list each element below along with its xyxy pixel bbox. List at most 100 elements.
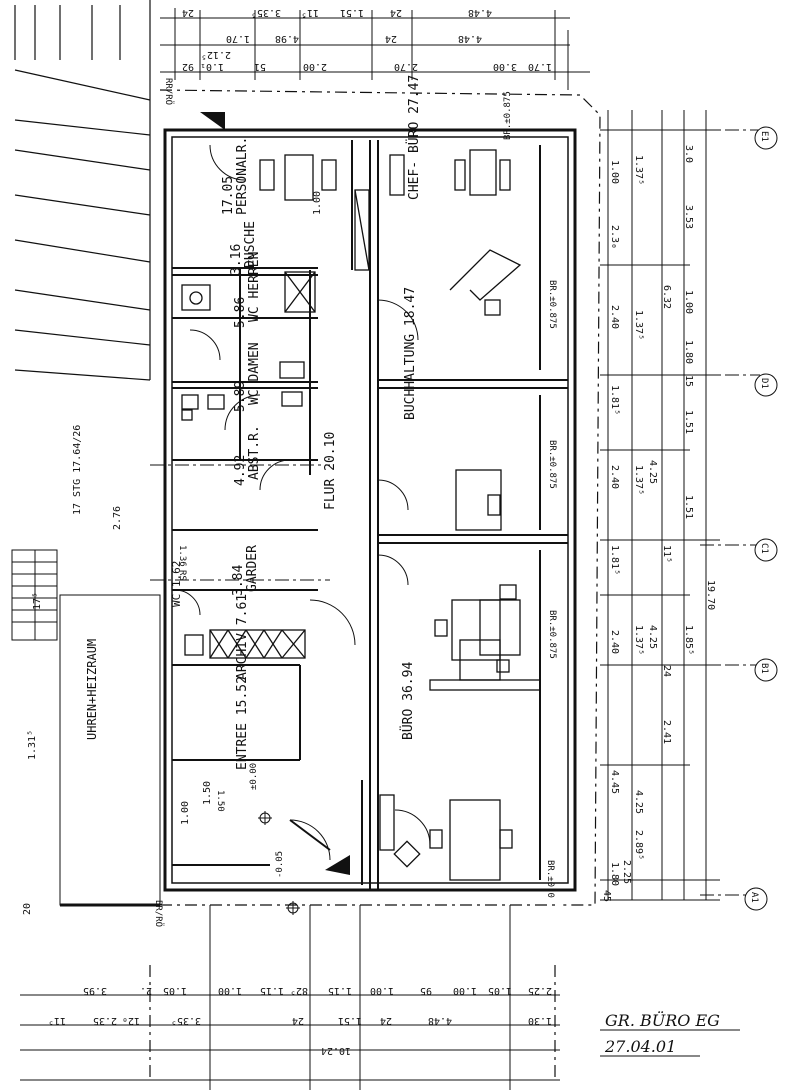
dim-bottom-14: 2.35 [93, 1015, 117, 1026]
dim-right-13: 2.40 [609, 465, 620, 489]
label-h-rs: RS [177, 570, 187, 581]
dim-bottom-2: 2. [140, 985, 152, 996]
title-name: GR. BÜRO EG [605, 1010, 720, 1030]
dim-top-11: 92 [182, 61, 194, 72]
dim-right-7: 1.37⁵ [633, 310, 644, 340]
dim-right-28: 2.25 [621, 860, 632, 884]
room-wc: WC 1.62 [170, 561, 183, 607]
dim-bottom-20: 4.48 [428, 1015, 452, 1026]
dim-right-23: 4.45 [609, 770, 620, 794]
dim-left-1: 1.31⁵ [27, 730, 38, 760]
axis-d1: D1 [759, 378, 769, 389]
dim-top-3: 11⁵ [301, 7, 319, 18]
room-wc-herren-area: 5.86 [233, 297, 248, 328]
room-chef-buero: CHEF- BÜRO 27.47 [405, 75, 422, 200]
label-h-150: 1.50 [215, 790, 225, 812]
dim-bottom-22: 10.24 [321, 1045, 351, 1056]
dim-right-21: 1.85⁵ [683, 625, 694, 655]
dim-right-3: 3.0 [683, 145, 694, 163]
dim-right-25: 2.89⁵ [633, 830, 644, 860]
room-uhren-heizraum: UHREN+HEIZRAUM [85, 639, 99, 740]
room-dusche: DUSCHE [243, 221, 258, 268]
dim-bottom-3: 1.05 [163, 985, 187, 996]
label-br-875-c: BR.±0.875 [547, 610, 557, 659]
label-br-875-a: BR.±0.875 [547, 280, 557, 329]
axis-markers: E1 D1 C1 B1 A1 [744, 126, 778, 911]
dim-left-7: 1.50 [202, 781, 213, 805]
furniture [181, 149, 541, 881]
dim-left-3: 2.76 [112, 506, 123, 530]
dim-top-17: 3.00 [493, 61, 517, 72]
axis-a1: A1 [749, 892, 759, 903]
door-swings [174, 144, 431, 861]
dim-top-10: 4.48 [458, 33, 482, 44]
dim-left-6: 1.00 [180, 801, 191, 825]
room-archiv: ARCHIV 7.61 [235, 594, 250, 680]
dim-top-7: 1.70 [226, 33, 250, 44]
room-wc-damen: WC DAMEN [247, 342, 262, 405]
room-garder-area: 3.84 [231, 565, 246, 596]
dim-bottom-21: 1.30 [528, 1015, 552, 1026]
dim-right-20: 4.25 [647, 625, 658, 649]
dim-top-16: 2.70 [394, 61, 418, 72]
label-rr-ro: RR/RÖ [163, 78, 174, 105]
dim-right-31: 24 [661, 665, 672, 677]
label-br-875-d: BR.±0.875 [503, 91, 513, 140]
top-dimension-chain [160, 8, 590, 90]
dim-right-11: 1.81⁵ [609, 385, 620, 415]
dim-bottom-12: 2.25 [528, 985, 552, 996]
label-br-875-b: BR.±0.875 [547, 440, 557, 489]
dim-right-6: 2.40 [609, 305, 620, 329]
axis-c1: C1 [759, 543, 769, 554]
dim-right-1: 1.00 [609, 160, 620, 184]
dim-right-4: 2.3₀ [609, 225, 620, 249]
internal-walls [172, 140, 568, 890]
dim-top-6: 4.48 [468, 7, 492, 18]
room-abst-area: 4.92 [233, 455, 248, 486]
dim-left-2: 17⁵ [32, 592, 43, 610]
room-buchhaltung: BUCHHALTUNG 18.47 [403, 287, 418, 420]
title-date: 27.04.01 [604, 1037, 676, 1056]
room-flur: FLUR 20.10 [323, 432, 338, 510]
dim-right-26: 19.70 [705, 580, 716, 610]
dim-top-2: 3.35⁵ [251, 7, 281, 18]
dim-bottom-1: 3.95 [83, 985, 107, 996]
title-block: GR. BÜRO EG 27.04.01 [600, 1010, 740, 1057]
room-personal-area: 17.05 [221, 176, 236, 215]
dim-top-5: 24 [390, 7, 402, 18]
label-h-136: 1.36 [177, 545, 187, 567]
dim-left-5: 1.00 [312, 191, 323, 215]
dim-right-15: 4.25 [647, 460, 658, 484]
room-wc-herren: WC HERREN [247, 252, 262, 322]
stair-label: 17 STG 17.64/26 [72, 425, 83, 515]
dim-bottom-10: 1.00 [453, 985, 477, 996]
dim-bottom-5: 1.15 [260, 985, 284, 996]
dim-bottom-13: 11⁵ [48, 1015, 66, 1026]
entrance-markers [200, 112, 350, 915]
dim-right-22: 2.41 [661, 720, 672, 744]
room-abst: ABST.R. [247, 425, 262, 480]
axis-e1: E1 [759, 131, 769, 142]
dim-bottom-4: 1.00 [218, 985, 242, 996]
dim-bottom-7: 1.15 [328, 985, 352, 996]
dim-bottom-15: 12₀ [122, 1015, 140, 1026]
dim-bottom-18: 1.51 [338, 1015, 362, 1026]
dim-right-14: 1.37⁵ [633, 465, 644, 495]
room-wc-damen-area: 5.89 [233, 381, 248, 412]
dim-top-4: 1.51 [340, 7, 364, 18]
dim-right-30: 15 [683, 375, 694, 387]
dim-right-24: 4.25 [633, 790, 644, 814]
dim-top-18: 1.70 [528, 61, 552, 72]
dim-top-15: 2.00 [303, 61, 327, 72]
room-dusche-area: 3.16 [229, 244, 244, 275]
dim-right-9: 1.00 [683, 290, 694, 314]
axis-b1: B1 [759, 663, 769, 674]
room-buero: BÜRO 36.94 [399, 662, 416, 740]
dim-right-32: 11⁵ [661, 545, 672, 563]
dim-right-8: 6.32 [661, 285, 672, 309]
room-personal: PERSONALR. [235, 137, 250, 215]
dim-right-5: 3.53 [683, 205, 694, 229]
dim-bottom-11: 1.05 [488, 985, 512, 996]
dim-top-13: 2.12⁵ [201, 49, 231, 60]
dim-top-8: 4.98 [275, 33, 299, 44]
